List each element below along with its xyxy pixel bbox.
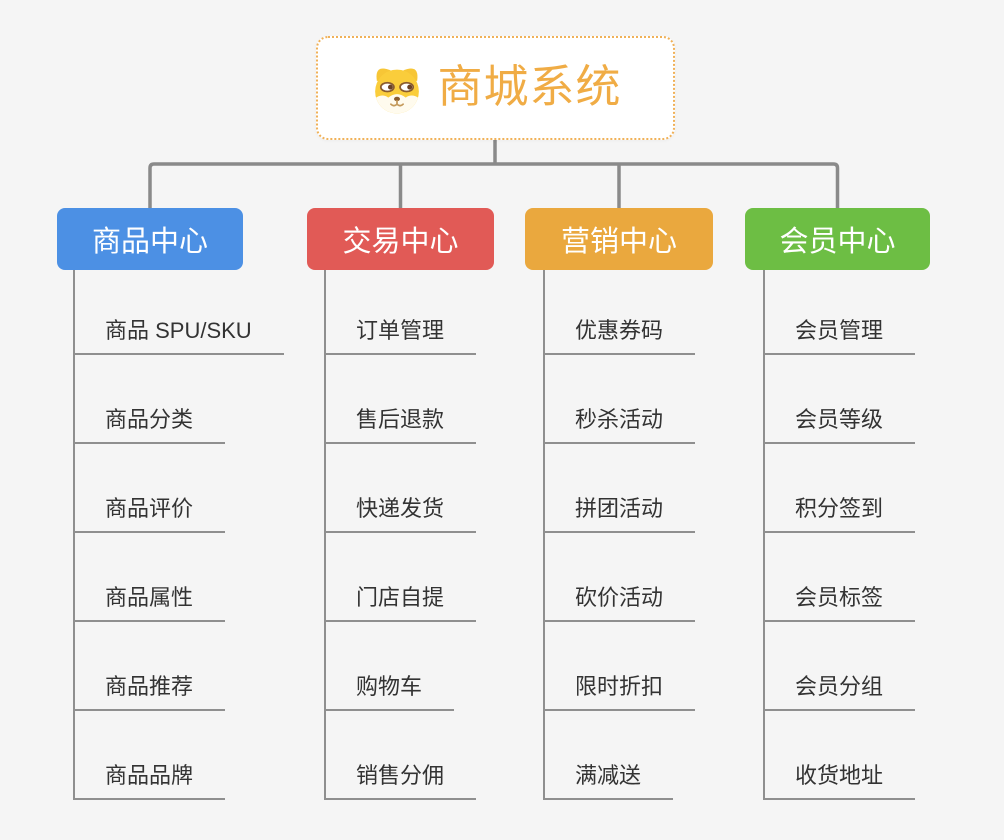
leaf-label: 限时折扣: [543, 673, 696, 711]
leaf-label: 收货地址: [763, 762, 916, 800]
leaf-node[interactable]: 门店自提: [324, 533, 477, 622]
leaf-node[interactable]: 砍价活动: [543, 533, 696, 622]
leaf-node[interactable]: 积分签到: [763, 444, 916, 533]
leaf-label: 商品 SPU/SKU: [73, 317, 284, 355]
leaf-label: 购物车: [324, 673, 455, 711]
leaf-label: 会员标签: [763, 584, 916, 622]
leaf-label: 销售分佣: [324, 762, 477, 800]
leaf-label: 商品品牌: [73, 762, 226, 800]
leaf-label: 积分签到: [763, 495, 916, 533]
leaf-label: 会员等级: [763, 406, 916, 444]
leaf-label: 拼团活动: [543, 495, 696, 533]
leaf-label: 满减送: [543, 762, 674, 800]
leaf-label: 商品分类: [73, 406, 226, 444]
branch-spine-product: [73, 270, 75, 800]
leaf-label: 门店自提: [324, 584, 477, 622]
leaf-node[interactable]: 商品分类: [73, 355, 284, 444]
leaf-node[interactable]: 销售分佣: [324, 711, 477, 800]
leaf-label: 秒杀活动: [543, 406, 696, 444]
branch-spine-trade: [324, 270, 326, 800]
root-node[interactable]: 商城系统: [316, 36, 675, 140]
branch-items-marketing: 优惠券码 秒杀活动 拼团活动 砍价活动 限时折扣 满减送: [543, 266, 696, 800]
leaf-node[interactable]: 优惠券码: [543, 266, 696, 355]
leaf-label: 会员管理: [763, 317, 916, 355]
leaf-node[interactable]: 拼团活动: [543, 444, 696, 533]
leaf-node[interactable]: 会员等级: [763, 355, 916, 444]
leaf-label: 优惠券码: [543, 317, 696, 355]
leaf-node[interactable]: 快递发货: [324, 444, 477, 533]
leaf-node[interactable]: 秒杀活动: [543, 355, 696, 444]
leaf-node[interactable]: 会员分组: [763, 622, 916, 711]
leaf-node[interactable]: 售后退款: [324, 355, 477, 444]
leaf-node[interactable]: 会员标签: [763, 533, 916, 622]
branch-spine-marketing: [543, 270, 545, 800]
leaf-node[interactable]: 购物车: [324, 622, 476, 711]
leaf-label: 商品推荐: [73, 673, 226, 711]
leaf-label: 砍价活动: [543, 584, 696, 622]
branch-items-trade: 订单管理 售后退款 快递发货 门店自提 购物车 销售分佣: [324, 266, 477, 800]
branch-spine-member: [763, 270, 765, 800]
leaf-label: 订单管理: [324, 317, 477, 355]
leaf-node[interactable]: 收货地址: [763, 711, 916, 800]
leaf-node[interactable]: 限时折扣: [543, 622, 696, 711]
leaf-node[interactable]: 商品推荐: [73, 622, 284, 711]
leaf-node[interactable]: 商品评价: [73, 444, 284, 533]
leaf-node[interactable]: 满减送: [543, 711, 695, 800]
doge-icon: [375, 68, 420, 114]
leaf-label: 商品属性: [73, 584, 226, 622]
leaf-node[interactable]: 商品 SPU/SKU: [73, 266, 284, 355]
branch-node-member[interactable]: 会员中心: [745, 208, 930, 270]
leaf-node[interactable]: 会员管理: [763, 266, 916, 355]
leaf-label: 快递发货: [324, 495, 477, 533]
branch-node-marketing[interactable]: 营销中心: [525, 208, 713, 270]
branch-items-member: 会员管理 会员等级 积分签到 会员标签 会员分组 收货地址: [763, 266, 916, 800]
leaf-node[interactable]: 订单管理: [324, 266, 477, 355]
leaf-label: 售后退款: [324, 406, 477, 444]
root-title: 商城系统: [437, 60, 622, 112]
leaf-node[interactable]: 商品品牌: [73, 711, 284, 800]
leaf-label: 商品评价: [73, 495, 226, 533]
leaf-label: 会员分组: [763, 673, 916, 711]
branch-items-product: 商品 SPU/SKU 商品分类 商品评价 商品属性 商品推荐 商品品牌: [73, 266, 284, 800]
branch-node-product[interactable]: 商品中心: [57, 208, 243, 270]
leaf-node[interactable]: 商品属性: [73, 533, 284, 622]
branch-bus-line: [148, 162, 840, 208]
branch-node-trade[interactable]: 交易中心: [307, 208, 494, 270]
